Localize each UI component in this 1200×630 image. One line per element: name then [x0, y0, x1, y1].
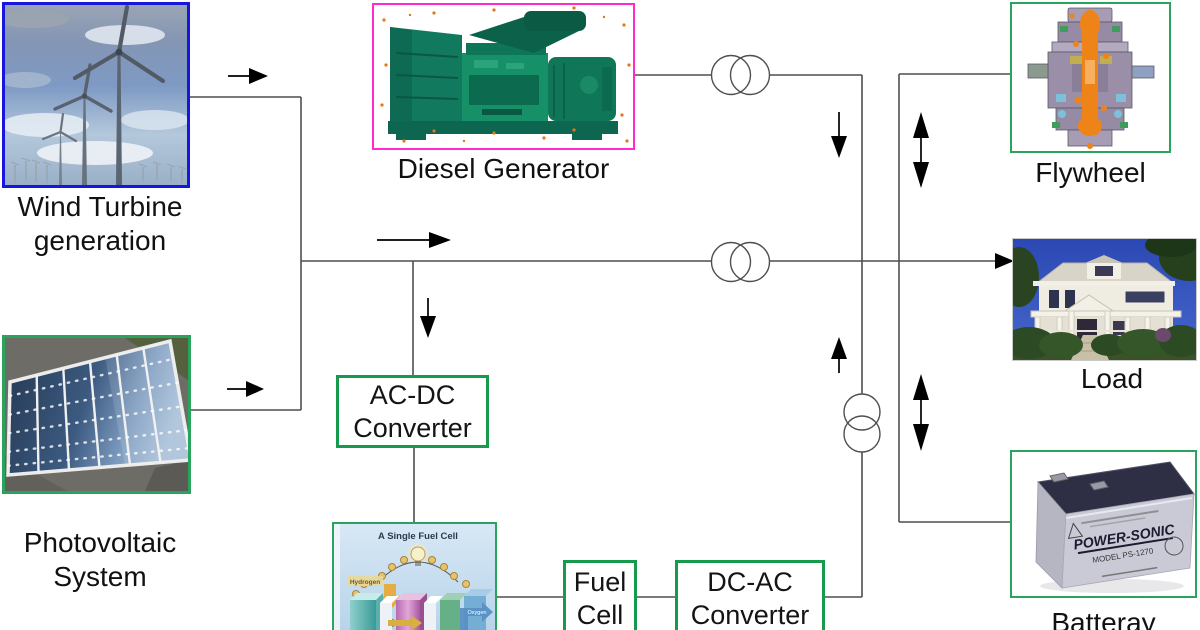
dc-ac-converter-line1: DC-AC [707, 567, 793, 597]
transformer-symbols [710, 54, 881, 453]
ac-dc-converter-line1: AC-DC [369, 379, 456, 410]
flow-arrow-wind [228, 68, 268, 84]
fuel-cell-title-text: A Single Fuel Cell [378, 531, 458, 542]
diesel-generator-photo [372, 3, 635, 150]
small-turbine [41, 112, 78, 185]
bushes [1013, 325, 1196, 359]
load-label: Load [1012, 362, 1200, 396]
photovoltaaic-system-label: Photovoltaic System [0, 526, 200, 594]
flow-arrow-diesel-down [831, 112, 847, 158]
oxygen-label-text: Oxygen [468, 610, 487, 616]
diesel-generator-illustration [374, 5, 633, 148]
solar-panel [6, 338, 188, 477]
load-photo [1012, 238, 1197, 361]
green-accents [1052, 26, 1128, 128]
khaki-accents [1070, 56, 1112, 64]
ac-dc-converter-box: AC-DC Converter [336, 375, 489, 448]
flow-arrows [227, 68, 1014, 451]
fuel-cell-box-line1: Fuel [573, 567, 627, 597]
battery-photo: POWER-SONIC MODEL PS-1270 [1010, 450, 1197, 598]
transformer-symbol-bus [710, 241, 771, 283]
flywheel-illustration [1012, 4, 1169, 151]
photovoltaic-photo [2, 335, 191, 494]
wind-turbine-photo [2, 2, 190, 188]
flow-arrow-photovoltaic [227, 381, 264, 397]
hydrogen-label-text: Hydrogen [350, 579, 380, 586]
transformer-symbol-inverter [843, 393, 881, 453]
distant-wind-farm [10, 157, 187, 183]
photovoltaic-label-line2: System [53, 561, 147, 592]
fuel-cell-stack [350, 589, 493, 630]
diesel-generator-label: Diesel Generator [372, 152, 635, 186]
flow-arrow-battery-bidirectional [913, 374, 929, 451]
transformer-symbol-diesel [710, 54, 771, 96]
flywheel-photo [1010, 2, 1171, 153]
battery-illustration: POWER-SONIC MODEL PS-1270 [1012, 452, 1195, 596]
wind-turbine-label: Wind Turbine generation [0, 190, 200, 258]
ac-dc-converter-line2: Converter [353, 412, 472, 443]
wind-turbine-illustration [5, 5, 187, 185]
light-bulb-icon [407, 543, 429, 566]
dc-ac-converter-box: DC-AC Converter [675, 560, 825, 630]
flow-arrow-to-load [995, 253, 1014, 269]
fuel-cell-box: Fuel Cell [563, 560, 637, 630]
electron-flow-arrow [388, 616, 422, 630]
flow-arrow-inverter-up [831, 337, 847, 373]
flow-arrow-flywheel-bidirectional [913, 112, 929, 188]
load-house-illustration [1013, 239, 1196, 360]
speckles [380, 6, 631, 143]
blue-accents [1056, 94, 1126, 118]
generator-body [388, 11, 618, 140]
fuel-cell-photo: A Single Fuel Cell Hydrogen [332, 522, 497, 630]
wind-turbine-label-line1: Wind Turbine [17, 191, 183, 222]
photovoltaic-label-line1: Photovoltaic [23, 527, 177, 558]
flywheel-label: Flywheel [1010, 156, 1171, 190]
flow-arrow-to-acdc [420, 298, 436, 338]
main-turbine [72, 5, 166, 185]
battery-label-text: Batteray [1051, 607, 1156, 630]
fuel-cell-box-line2: Cell [576, 600, 624, 630]
battery-label: Batteray [1010, 606, 1197, 630]
dc-ac-converter-line2: Converter [690, 600, 810, 630]
photovoltaic-illustration [5, 338, 188, 491]
battery-body [1035, 461, 1195, 589]
flow-arrow-bus-right [377, 232, 451, 248]
fuel-cell-illustration: A Single Fuel Cell Hydrogen [334, 524, 495, 630]
wind-turbine-label-line2: generation [33, 225, 167, 256]
load-label-text: Load [1080, 363, 1144, 394]
diesel-generator-label-text: Diesel Generator [397, 153, 610, 184]
oxygen-arrow [460, 602, 493, 630]
flywheel-label-text: Flywheel [1035, 157, 1146, 188]
